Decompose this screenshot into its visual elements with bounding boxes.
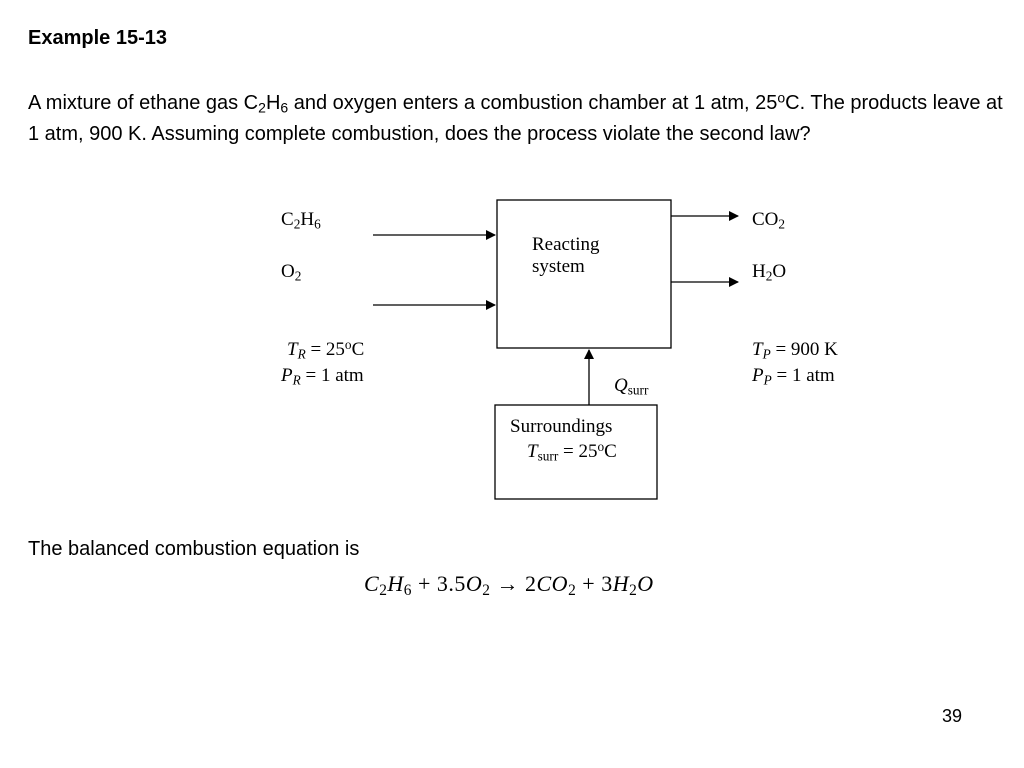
- heat-transfer-label: Qsurr: [614, 375, 649, 398]
- slide-title: Example 15-13: [28, 27, 167, 49]
- product-pressure: PP = 1 atm: [752, 365, 835, 388]
- balanced-equation-label: The balanced combustion equation is: [28, 538, 360, 560]
- surroundings-box: [494, 404, 658, 500]
- reactant-temperature: TR = 25oC: [287, 337, 365, 362]
- reactant-pressure: PR = 1 atm: [281, 365, 364, 388]
- product-temperature: TP = 900 K: [752, 339, 838, 362]
- surroundings-temperature: Tsurr = 25oC: [527, 439, 617, 464]
- ethane-label: C2H6: [281, 209, 321, 232]
- h2o-label: H2O: [752, 261, 787, 284]
- balanced-equation: C2H6 + 3.5O2 → 2CO2 + 3H2O: [364, 571, 654, 599]
- page-number: 39: [942, 706, 963, 726]
- surroundings-title: Surroundings: [510, 416, 613, 437]
- problem-statement: A mixture of ethane gas C2H6 and oxygen …: [28, 89, 1003, 145]
- reacting-system-box: [496, 199, 672, 349]
- co2-label: CO2: [752, 209, 786, 232]
- oxygen-label: O2: [281, 261, 302, 284]
